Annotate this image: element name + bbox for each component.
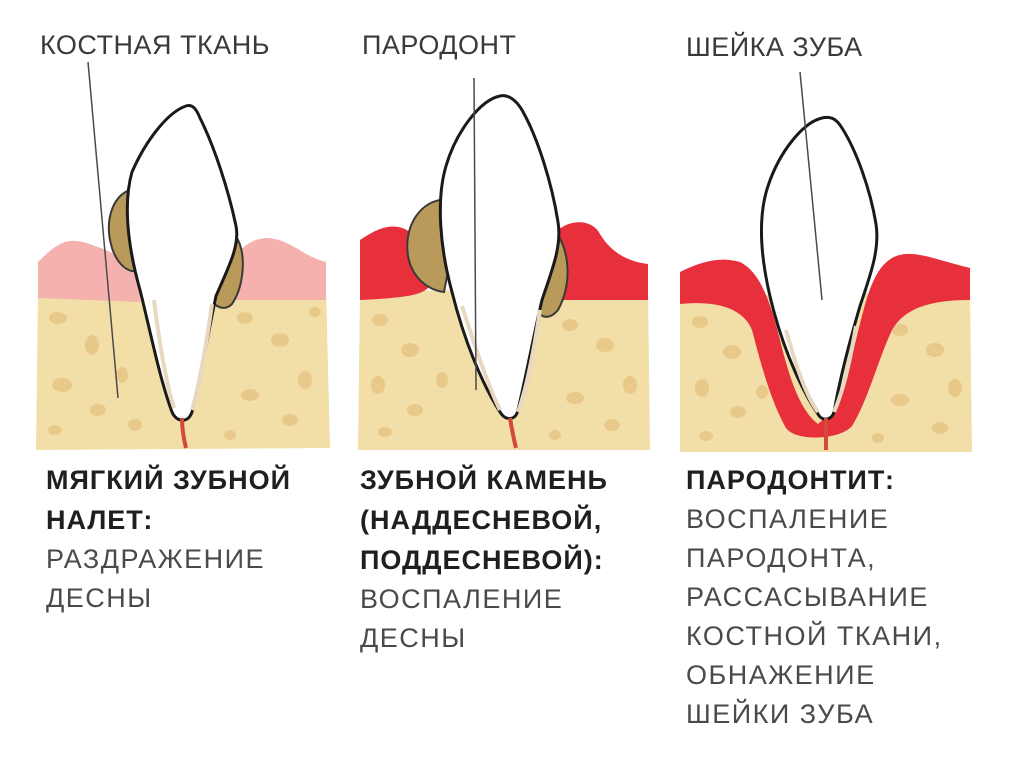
caption-desc-line: ВОСПАЛЕНИЕ	[686, 504, 890, 534]
tooth-1	[125, 104, 239, 422]
healthy-gum-1b	[222, 238, 326, 300]
caption-desc-line: ВОСПАЛЕНИЕ	[360, 584, 564, 614]
caption-title-line: МЯГКИЙ ЗУБНОЙ	[46, 465, 291, 495]
pointer-tooth-neck	[799, 71, 823, 301]
caption-desc-line: ШЕЙКИ ЗУБА	[686, 699, 875, 729]
panel-calculus	[358, 77, 650, 450]
root-membrane-2	[460, 305, 542, 413]
bone-spots-1	[48, 307, 321, 440]
caption-desc-line: КОСТНОЙ ТКАНИ,	[686, 621, 943, 651]
caption-desc-line: РАЗДРАЖЕНИЕ	[46, 544, 266, 574]
caption-title-line: ЗУБНОЙ КАМЕНЬ	[360, 465, 608, 495]
caption-title-line: ПОДДЕСНЕВОЙ):	[360, 545, 604, 575]
pointer-bone	[87, 61, 119, 399]
pointer-periodontium	[473, 77, 477, 391]
bone-spots-2	[371, 314, 637, 440]
root-membrane-3	[784, 325, 858, 414]
panel-periodontitis	[680, 71, 972, 452]
caption-title-line: НАЛЕТ:	[46, 505, 154, 535]
caption-stage-1: МЯГКИЙ ЗУБНОЙ НАЛЕТ: РАЗДРАЖЕНИЕ ДЕСНЫ	[46, 460, 291, 618]
root-membrane-1	[152, 299, 214, 411]
caption-desc-line: ОБНАЖЕНИЕ	[686, 660, 876, 690]
bone-spots-3	[692, 316, 962, 443]
inflamed-gum-3	[680, 253, 970, 438]
caption-desc-line: ПАРОДОНТА,	[686, 543, 877, 573]
caption-desc-line: РАССАСЫВАНИЕ	[686, 582, 929, 612]
inflamed-gum-2b	[552, 222, 648, 300]
panel-soft-plaque	[36, 61, 330, 450]
caption-title-line: ПАРОДОНТИТ:	[686, 465, 895, 495]
root-canal-2	[508, 417, 518, 449]
label-bone-tissue: КОСТНАЯ ТКАНЬ	[40, 30, 270, 60]
caption-desc-line: ДЕСНЫ	[46, 583, 153, 613]
caption-desc-line: ДЕСНЫ	[360, 623, 467, 653]
label-periodontium: ПАРОДОНТ	[362, 30, 517, 60]
caption-stage-2: ЗУБНОЙ КАМЕНЬ (НАДДЕСНЕВОЙ, ПОДДЕСНЕВОЙ)…	[360, 460, 608, 658]
caption-stage-3: ПАРОДОНТИТ: ВОСПАЛЕНИЕ ПАРОДОНТА, РАССАС…	[686, 460, 943, 734]
root-canal-1	[180, 417, 188, 449]
label-tooth-neck: ШЕЙКА ЗУБА	[686, 32, 863, 62]
caption-title-line: (НАДДЕСНЕВОЙ,	[360, 505, 603, 535]
